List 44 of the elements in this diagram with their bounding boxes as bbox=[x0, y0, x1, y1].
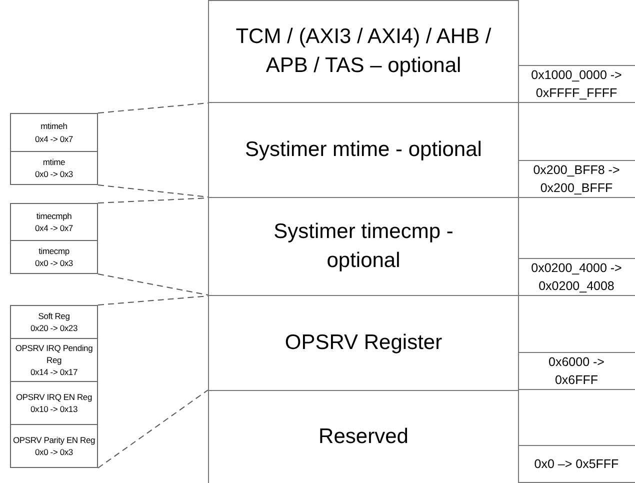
memory-region-box bbox=[208, 102, 519, 198]
register-label: 0x14 -> 0x17 bbox=[30, 366, 78, 378]
register-label: Soft Reg bbox=[38, 310, 70, 322]
memory-region-box bbox=[208, 0, 519, 103]
register-stack-box bbox=[10, 203, 98, 274]
region-label: Reserved bbox=[318, 424, 408, 450]
register-label: OPSRV Parity EN Reg bbox=[12, 434, 96, 446]
register-label: 0x20 -> 0x23 bbox=[30, 322, 78, 334]
region-label: TCM / (AXI3 / AXI4) / AHB / APB / TAS – optional bbox=[234, 24, 492, 78]
address-range-label: 0x0 –> 0x5FFF bbox=[534, 456, 619, 473]
address-range-box bbox=[518, 445, 635, 483]
register-label: 0x0 -> 0x3 bbox=[35, 168, 73, 180]
register-label: mtime bbox=[42, 156, 66, 168]
register-label: timecmph bbox=[36, 210, 72, 222]
register-label: 0x0 -> 0x3 bbox=[35, 257, 73, 270]
address-range-box bbox=[518, 258, 635, 296]
region-label: Systimer timecmp - optional bbox=[272, 219, 454, 274]
register-label: 0x4 -> 0x7 bbox=[35, 132, 73, 145]
leader-line bbox=[98, 184, 208, 198]
address-range-box bbox=[518, 352, 635, 390]
region-label: Systimer mtime - optional bbox=[245, 136, 482, 163]
address-range-label: 0x1000_0000 -> 0xFFFF_FFFF bbox=[530, 66, 623, 102]
leader-line bbox=[98, 102, 208, 114]
region-label: OPSRV Register bbox=[284, 330, 442, 356]
leader-line bbox=[98, 296, 208, 306]
memory-region-box bbox=[208, 295, 519, 391]
register-stack-box bbox=[10, 305, 98, 468]
leader-line bbox=[98, 274, 208, 296]
memory-region-box bbox=[208, 197, 519, 296]
address-range-box bbox=[518, 160, 635, 198]
address-range-label: 0x6000 -> 0x6FFF bbox=[548, 354, 606, 389]
leader-line bbox=[98, 390, 208, 468]
memory-region-box bbox=[208, 390, 519, 483]
register-label: OPSRV IRQ Pending Reg bbox=[14, 342, 94, 366]
address-range-label: 0x0200_4000 -> 0x0200_4008 bbox=[530, 260, 623, 295]
register-label: 0x0 -> 0x3 bbox=[35, 446, 73, 458]
register-label: mtimeh bbox=[40, 120, 68, 132]
register-label: timecmp bbox=[38, 244, 70, 257]
address-range-label: 0x200_BFF8 -> 0x200_BFFF bbox=[532, 162, 621, 197]
register-label: OPSRV IRQ EN Reg bbox=[16, 390, 92, 403]
address-range-box bbox=[518, 65, 635, 103]
register-label: 0x4 -> 0x7 bbox=[35, 222, 73, 234]
register-stack-box bbox=[10, 113, 98, 185]
register-label: 0x10 -> 0x13 bbox=[30, 403, 78, 416]
